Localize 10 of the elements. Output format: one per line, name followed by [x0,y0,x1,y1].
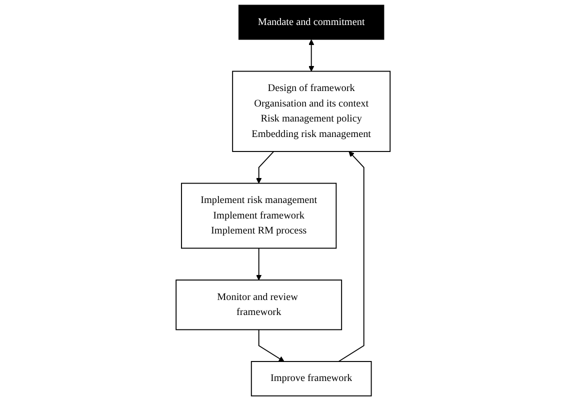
arrow [338,151,365,362]
node-box: Implement risk management Implement framework Implement RM process [181,182,338,249]
arrow [308,39,315,72]
node-box: Monitor and review framework [176,280,342,330]
node-box: Design of framework Organisation and its context Risk management policy Embedding risk management [232,70,391,152]
node-box: Mandate and commitment [238,4,385,40]
arrow [258,329,285,362]
arrow [256,151,275,184]
arrow [256,248,262,280]
node-box: Improve framework [251,361,372,396]
